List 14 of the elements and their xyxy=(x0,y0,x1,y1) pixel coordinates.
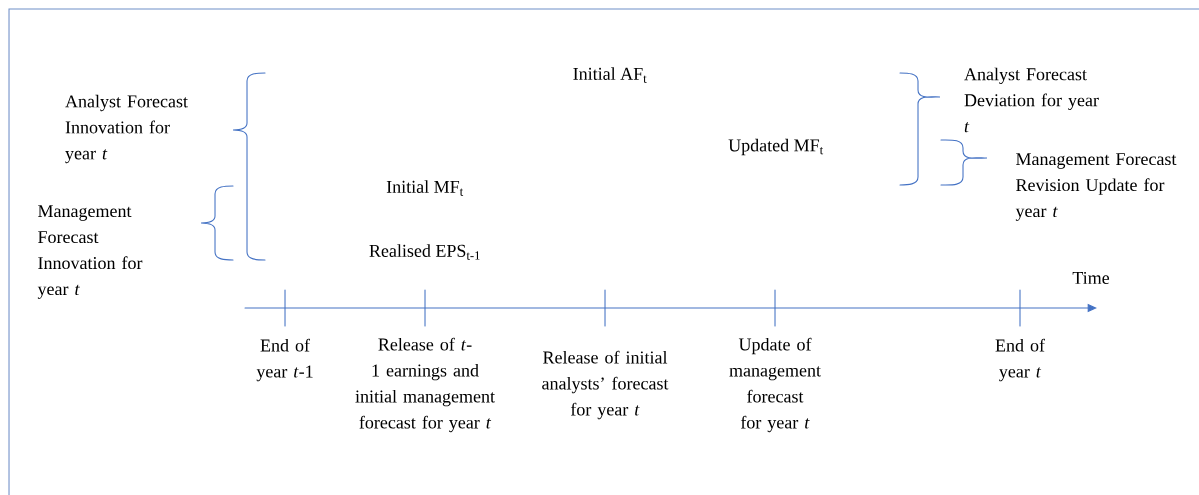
annotation-text: Initial AF$_{t}$ xyxy=(573,67,647,83)
event-label: Release of initial analysts’ forecast for year t xyxy=(542,350,669,420)
event-label: Update of management forecast for year t xyxy=(729,337,821,433)
annotation-text: Management Forecast Innovation for year t xyxy=(37,205,143,299)
annotation-text: Realised EPS$_{t-1}$ xyxy=(369,244,480,260)
annotation-text: Analyst Forecast Innovation for year t xyxy=(65,94,188,164)
annotation-text: Initial MF$_{t}$ xyxy=(386,180,464,196)
axis-label: Time xyxy=(1072,271,1110,285)
event-label: End of year t xyxy=(995,338,1045,382)
annotation-text: Management Forecast Revision Update for year t xyxy=(1015,153,1177,221)
annotation-text: Analyst Forecast Deviation for year t xyxy=(964,67,1099,133)
event-label: Release of t-1 earnings and initial management forecast for year t xyxy=(355,337,495,433)
annotation-text: Updated MF$_{t}$ xyxy=(728,138,824,156)
event-label: End of year t-1 xyxy=(256,338,313,382)
